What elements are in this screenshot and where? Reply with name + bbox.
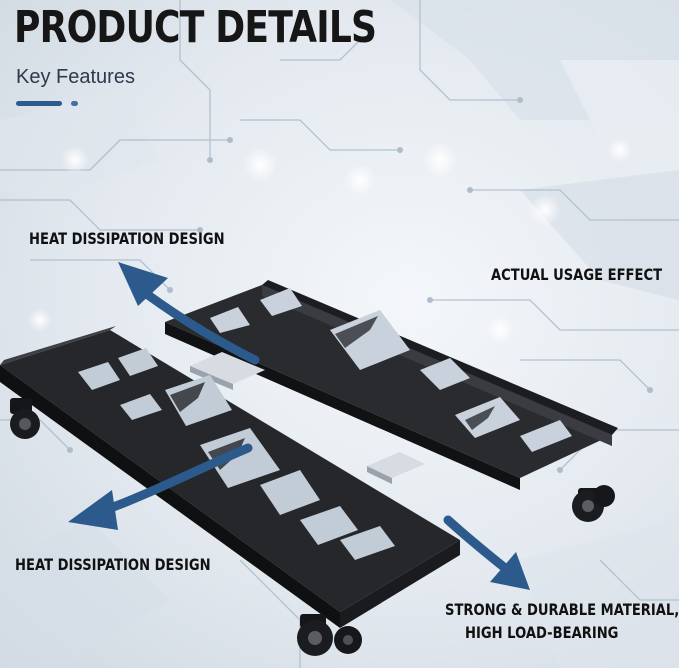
accent-dot <box>71 101 78 106</box>
page-subtitle: Key Features <box>16 66 135 88</box>
callout-actual-usage-effect: ACTUAL USAGE EFFECT <box>491 265 663 284</box>
callout-durable-material-line2: HIGH LOAD-BEARING <box>465 623 619 642</box>
curved-arrow-icon <box>68 443 253 530</box>
callout-heat-dissipation-bottom: HEAT DISSIPATION DESIGN <box>15 555 211 574</box>
caster-wheel-icon <box>10 398 615 656</box>
callout-durable-material-line1: STRONG & DURABLE MATERIAL, <box>445 600 679 619</box>
curved-arrow-icon <box>443 515 530 590</box>
back-rail <box>165 280 618 490</box>
callout-heat-dissipation-top: HEAT DISSIPATION DESIGN <box>29 229 225 248</box>
curved-arrow-icon <box>118 262 260 365</box>
front-rail <box>0 326 460 628</box>
page-title: PRODUCT DETAILS <box>14 2 377 53</box>
accent-bar <box>16 101 62 106</box>
